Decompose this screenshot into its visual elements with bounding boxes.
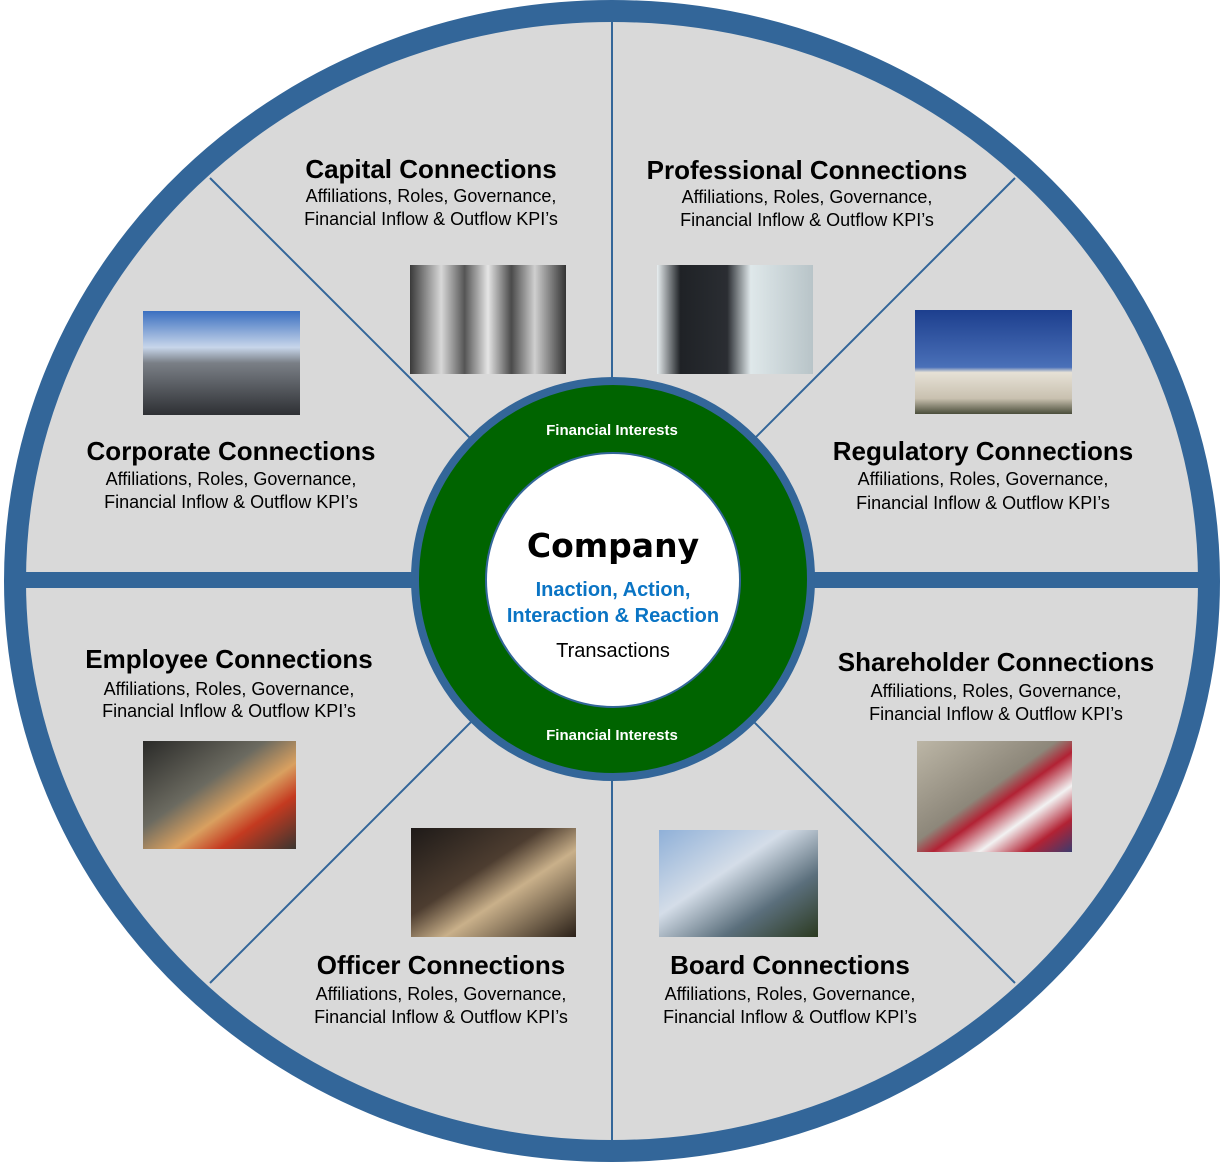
segment-title: Shareholder Connections [838, 647, 1154, 677]
segment-regulatory: Regulatory Connections Affiliations, Rol… [833, 436, 1133, 513]
segment-desc: Financial Inflow & Outflow KPI’s [304, 209, 558, 229]
office-tower-photo [659, 830, 818, 937]
stock-exchange-photo [917, 741, 1072, 852]
company-subtitle-line2: Interaction & Reaction [507, 605, 719, 627]
segment-board: Board Connections Affiliations, Roles, G… [663, 950, 917, 1027]
segment-desc: Financial Inflow & Outflow KPI’s [102, 701, 356, 721]
segment-desc: Affiliations, Roles, Governance, [858, 469, 1109, 489]
segment-desc: Affiliations, Roles, Governance, [306, 186, 557, 206]
team-photo [143, 741, 296, 849]
segment-capital: Capital Connections Affiliations, Roles,… [304, 154, 558, 229]
segment-title: Officer Connections [317, 950, 565, 980]
segment-title: Board Connections [670, 950, 910, 980]
segment-desc: Affiliations, Roles, Governance, [106, 469, 357, 489]
meeting-photo [411, 828, 576, 937]
segment-desc: Financial Inflow & Outflow KPI’s [680, 210, 934, 230]
segment-desc: Affiliations, Roles, Governance, [316, 984, 567, 1004]
columns-photo [410, 265, 566, 374]
segment-desc: Financial Inflow & Outflow KPI’s [314, 1007, 568, 1027]
skyline-photo [143, 311, 300, 415]
segment-title: Regulatory Connections [833, 436, 1133, 466]
company-subtitle-line1: Inaction, Action, [536, 579, 691, 601]
segment-desc: Financial Inflow & Outflow KPI’s [663, 1007, 917, 1027]
segment-corporate: Corporate Connections Affiliations, Role… [87, 436, 376, 512]
company-circle [485, 452, 741, 708]
ring-label-top: Financial Interests [546, 422, 678, 439]
company-title: Company [527, 526, 699, 565]
segment-desc: Affiliations, Roles, Governance, [104, 679, 355, 699]
segment-shareholder: Shareholder Connections Affiliations, Ro… [838, 647, 1154, 724]
segment-desc: Affiliations, Roles, Governance, [682, 187, 933, 207]
segment-title: Professional Connections [647, 155, 968, 185]
segment-title: Employee Connections [85, 644, 373, 674]
segment-professional: Professional Connections Affiliations, R… [647, 155, 968, 230]
businessmen-photo [657, 265, 813, 374]
segment-title: Corporate Connections [87, 436, 376, 466]
segment-desc: Financial Inflow & Outflow KPI’s [869, 704, 1123, 724]
segment-desc: Financial Inflow & Outflow KPI’s [104, 492, 358, 512]
segment-title: Capital Connections [305, 154, 556, 184]
segment-officer: Officer Connections Affiliations, Roles,… [314, 950, 568, 1027]
ring-label-bottom: Financial Interests [546, 727, 678, 744]
capitol-photo [915, 310, 1072, 414]
segment-desc: Financial Inflow & Outflow KPI’s [856, 493, 1110, 513]
company-transactions: Transactions [556, 640, 670, 662]
segment-desc: Affiliations, Roles, Governance, [871, 681, 1122, 701]
segment-employee: Employee Connections Affiliations, Roles… [85, 644, 373, 721]
segment-desc: Affiliations, Roles, Governance, [665, 984, 916, 1004]
